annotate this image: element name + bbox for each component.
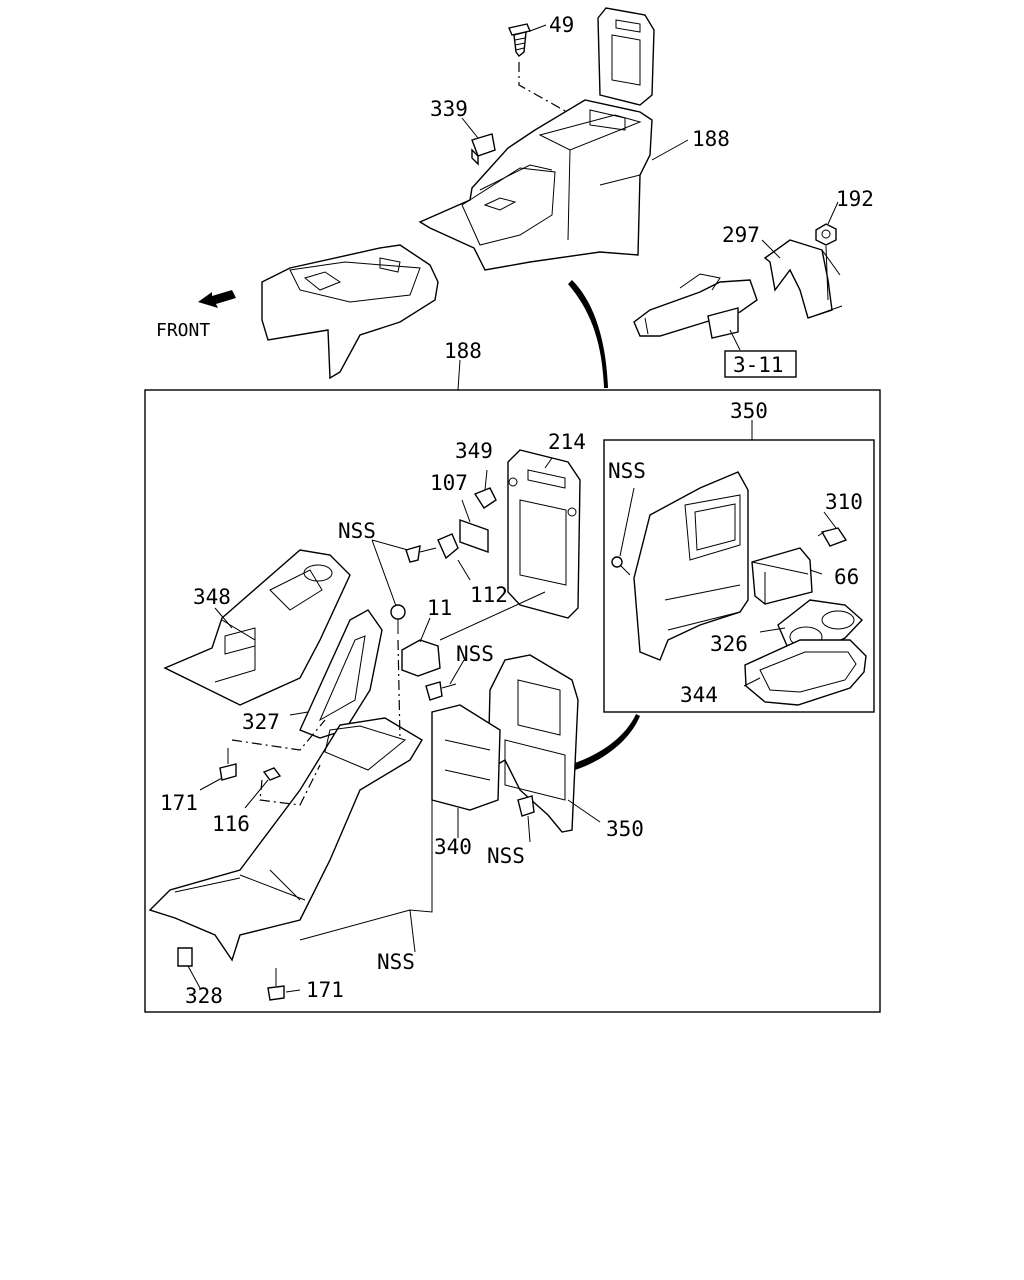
console-lower-nss xyxy=(148,717,423,962)
console-bracket xyxy=(261,244,439,380)
label-ref-3-11: 3-11 xyxy=(733,353,784,377)
clip-107 xyxy=(459,519,489,553)
label-107: 107 xyxy=(430,471,468,495)
parking-brake-lever xyxy=(633,273,758,339)
clip-112 xyxy=(437,533,459,560)
label-116: 116 xyxy=(212,812,250,836)
screw-310 xyxy=(817,527,848,547)
pocket-66 xyxy=(751,547,813,605)
screw-nss-b xyxy=(390,604,406,634)
arrow-to-detail xyxy=(568,280,608,388)
label-339: 339 xyxy=(430,97,468,121)
label-171-lower: 171 xyxy=(306,978,344,1002)
label-214: 214 xyxy=(548,430,586,454)
rear-panel-350-inset xyxy=(611,471,749,661)
screw-49 xyxy=(508,23,531,57)
label-327: 327 xyxy=(242,710,280,734)
console-upper-348 xyxy=(163,549,351,706)
screw-nss-c xyxy=(425,681,457,701)
label-66: 66 xyxy=(834,565,859,589)
label-nss-a: NSS xyxy=(338,519,376,543)
screw-nss-d xyxy=(517,795,535,817)
label-192: 192 xyxy=(836,187,874,211)
console-lid xyxy=(597,7,655,106)
label-nss-d: NSS xyxy=(377,950,415,974)
clip-339 xyxy=(471,133,496,166)
label-349: 349 xyxy=(455,439,493,463)
arrow-from-inset xyxy=(572,714,640,770)
label-348: 348 xyxy=(193,585,231,609)
pin-328 xyxy=(177,947,193,967)
bracket-11 xyxy=(401,639,441,677)
rear-panel-350 xyxy=(487,654,579,833)
label-171-upper: 171 xyxy=(160,791,198,815)
center-console-top-assembly xyxy=(198,7,843,388)
console-body-188 xyxy=(418,99,653,271)
ref-box-3-11 xyxy=(724,350,797,378)
label-340: 340 xyxy=(434,835,472,859)
label-328: 328 xyxy=(185,984,223,1008)
detail-frame xyxy=(144,389,881,1013)
label-nss-b: NSS xyxy=(456,642,494,666)
inset-frame-350 xyxy=(603,439,875,713)
clip-349 xyxy=(473,487,497,509)
label-nss-inset: NSS xyxy=(608,459,646,483)
label-nss-c: NSS xyxy=(487,844,525,868)
tray-344 xyxy=(744,639,867,706)
label-350-lower: 350 xyxy=(606,817,644,841)
label-310: 310 xyxy=(825,490,863,514)
label-49: 49 xyxy=(549,13,574,37)
label-350-inset: 350 xyxy=(730,399,768,423)
label-11: 11 xyxy=(427,596,452,620)
label-front: FRONT xyxy=(156,320,210,341)
screw-171-upper xyxy=(219,748,237,781)
front-arrow-icon xyxy=(198,290,236,308)
bracket-297 xyxy=(763,239,843,319)
label-188-top: 188 xyxy=(692,127,730,151)
screw-nss-a xyxy=(405,545,437,563)
label-344: 344 xyxy=(680,683,718,707)
boot-327 xyxy=(299,609,383,739)
label-112: 112 xyxy=(470,583,508,607)
panel-214 xyxy=(507,449,581,619)
nut-192 xyxy=(815,223,837,246)
label-326: 326 xyxy=(710,632,748,656)
screw-171-lower xyxy=(267,968,285,1001)
label-297: 297 xyxy=(722,223,760,247)
label-188-main: 188 xyxy=(444,339,482,363)
clip-116 xyxy=(262,767,282,781)
